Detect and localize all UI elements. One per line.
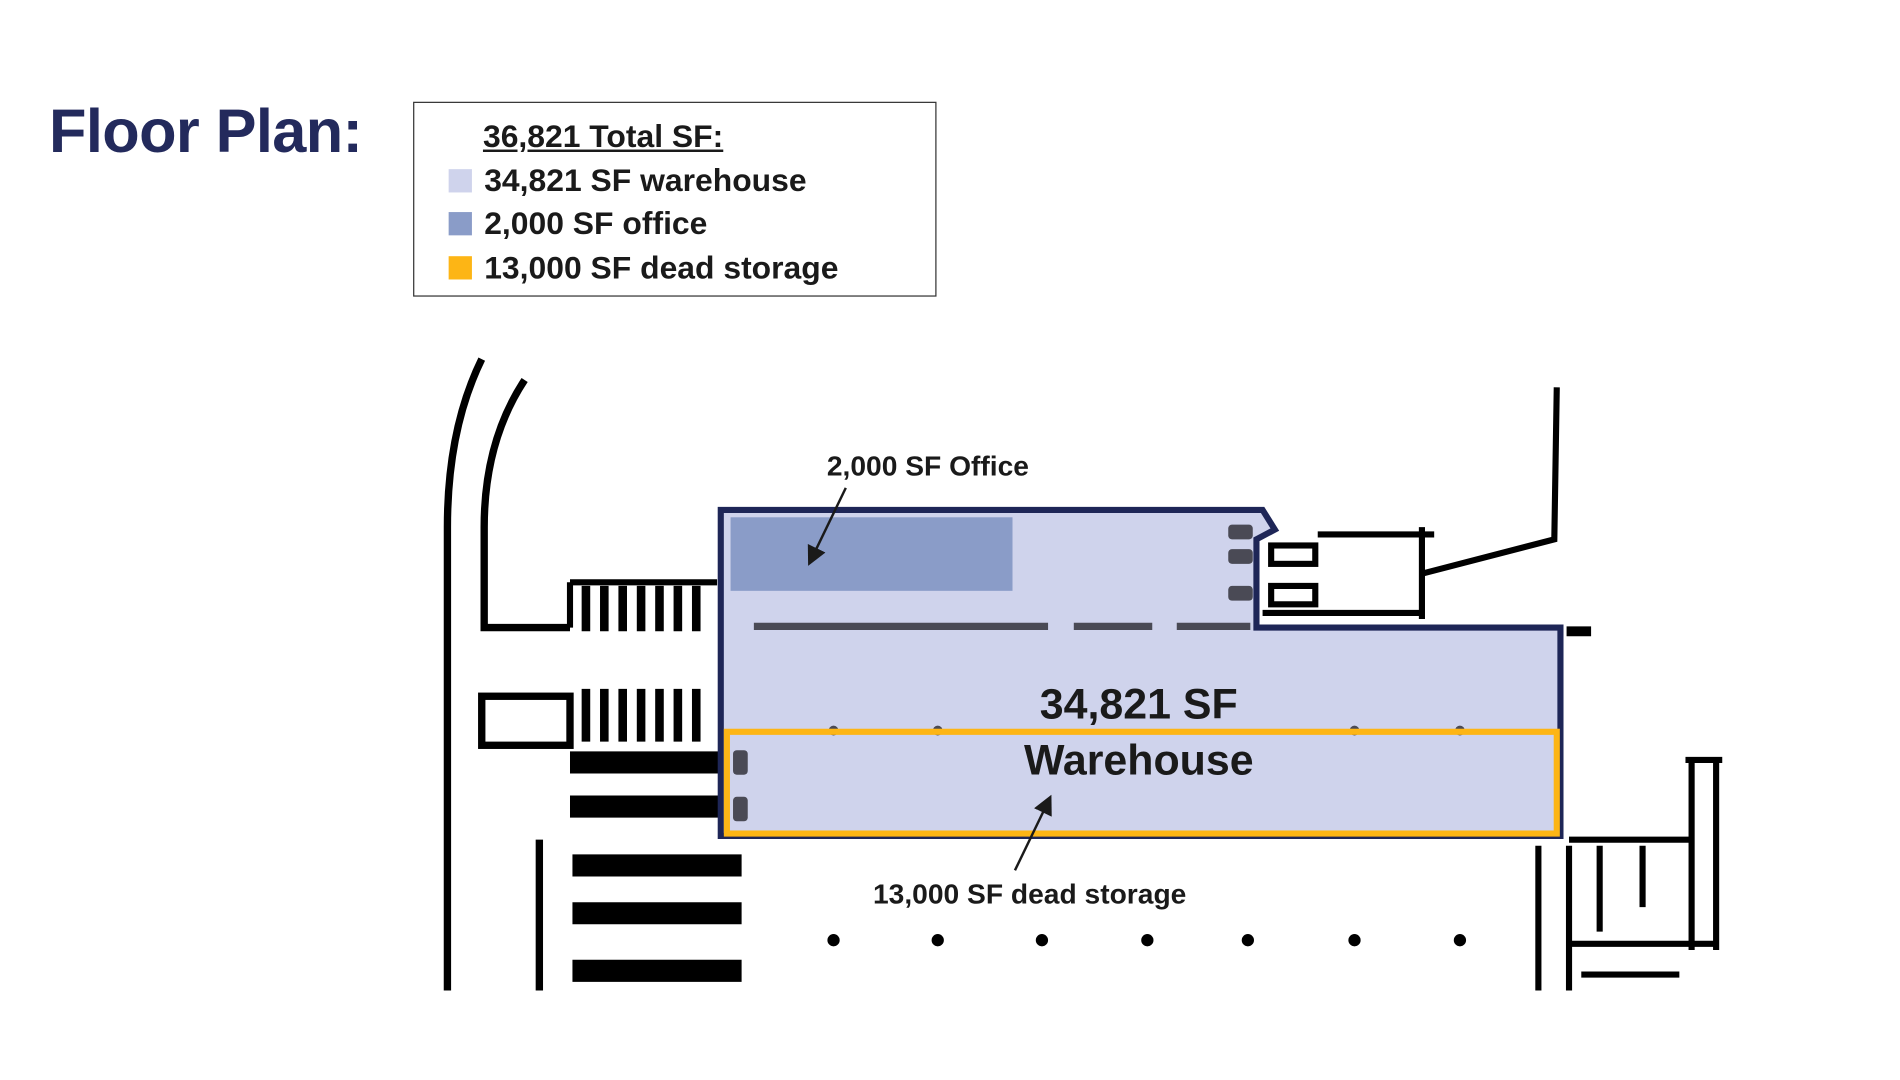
- warehouse-swatch: [448, 169, 472, 193]
- legend-item-office: 2,000 SF office: [448, 204, 708, 243]
- site-linework: [443, 357, 1723, 991]
- office-area: [730, 517, 1013, 591]
- legend-label: 2,000 SF office: [484, 204, 708, 242]
- warehouse-area-label: 34,821 SF: [1040, 680, 1238, 728]
- dead-storage-arrow: [1013, 794, 1052, 871]
- office-swatch: [448, 212, 472, 236]
- legend-item-dead-storage: 13,000 SF dead storage: [448, 248, 839, 287]
- legend-heading: 36,821 Total SF:: [482, 117, 724, 155]
- warehouse-label: Warehouse: [1024, 737, 1254, 785]
- legend-item-warehouse: 34,821 SF warehouse: [448, 161, 807, 200]
- page-title: Floor Plan:: [49, 96, 363, 166]
- office-callout-label: 2,000 SF Office: [827, 450, 1029, 482]
- interior-columns: [733, 524, 1465, 822]
- office-arrow: [807, 487, 847, 566]
- dead-storage-callout-label: 13,000 SF dead storage: [873, 877, 1186, 909]
- legend-label: 34,821 SF warehouse: [484, 161, 807, 199]
- legend-label: 13,000 SF dead storage: [484, 248, 839, 286]
- dead-storage-area: [723, 728, 1560, 837]
- exterior-columns: [827, 934, 1467, 947]
- dead-storage-swatch: [448, 256, 472, 280]
- legend: 36,821 Total SF: 34,821 SF warehouse 2,0…: [413, 101, 937, 297]
